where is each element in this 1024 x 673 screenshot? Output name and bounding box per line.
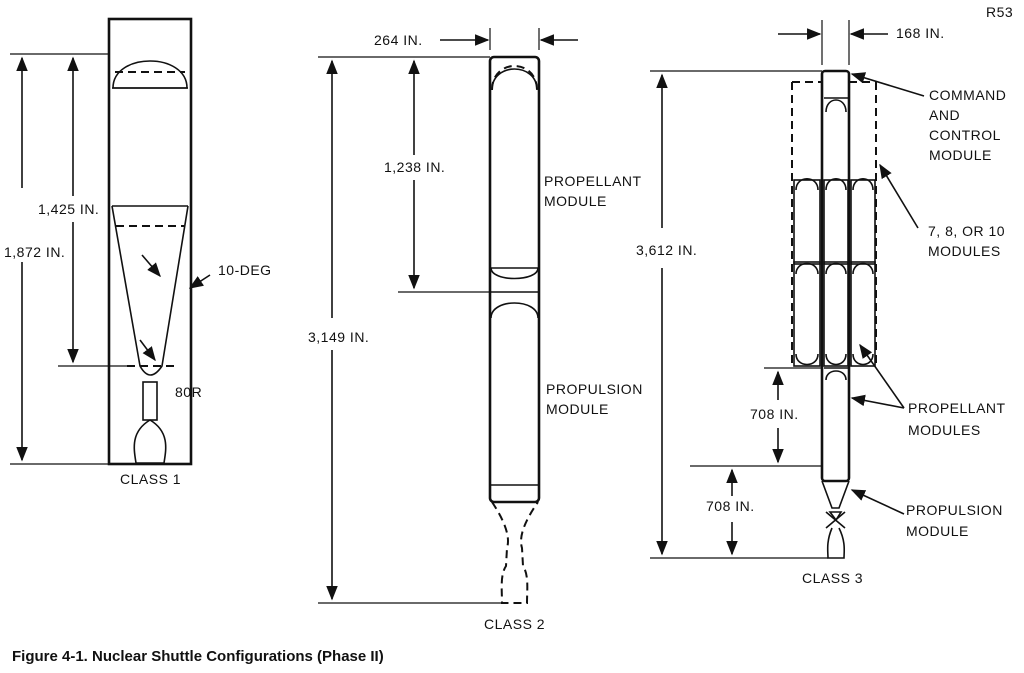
class2-propulsion-label-2: MODULE <box>546 401 609 417</box>
class1-dimensions <box>10 53 130 465</box>
class1-tank-length: 1,425 IN. <box>38 201 99 217</box>
class2-title: CLASS 2 <box>484 616 545 632</box>
class2-overall-length: 3,149 IN. <box>308 329 369 345</box>
class3-propellant-label-1: PROPELLANT <box>908 400 1006 416</box>
class3-module-length-b: 708 IN. <box>706 498 755 514</box>
class1-cone-angle: 10-DEG <box>218 262 272 278</box>
class2-module-length: 1,238 IN. <box>384 159 445 175</box>
class3-module-length-a: 708 IN. <box>750 406 799 422</box>
class1-nozzle-radius: 80R <box>175 384 202 400</box>
class3-propellant-label-2: MODULES <box>908 422 981 438</box>
class3-propulsion-label-2: MODULE <box>906 523 969 539</box>
class2-vehicle <box>488 55 541 604</box>
class3-command-label-3: CONTROL <box>929 127 1001 143</box>
class2-width: 264 IN. <box>374 32 423 48</box>
class3-title: CLASS 3 <box>802 570 863 586</box>
class2-dimensions <box>318 28 578 604</box>
class2-propellant-label-2: MODULE <box>544 193 607 209</box>
class2-propellant-label-1: PROPELLANT <box>544 173 642 189</box>
class3-command-label-4: MODULE <box>929 147 992 163</box>
class3-overall-length: 3,612 IN. <box>636 242 697 258</box>
class3-dimensions <box>650 20 888 559</box>
class3-propulsion-label-1: PROPULSION <box>906 502 1003 518</box>
class3-vehicle <box>791 69 925 559</box>
figure-caption: Figure 4-1. Nuclear Shuttle Configuratio… <box>12 648 384 665</box>
class3-modules-count-1: 7, 8, OR 10 <box>928 223 1005 239</box>
class1-overall-length: 1,872 IN. <box>4 244 65 260</box>
class2-propulsion-label-1: PROPULSION <box>546 381 643 397</box>
reference-code: R53 <box>986 4 1013 20</box>
class1-vehicle <box>107 17 211 466</box>
class3-modules-count-2: MODULES <box>928 243 1001 259</box>
class3-width: 168 IN. <box>896 25 945 41</box>
class3-command-label-1: COMMAND <box>929 87 1006 103</box>
class1-title: CLASS 1 <box>120 471 181 487</box>
class3-command-label-2: AND <box>929 107 960 123</box>
